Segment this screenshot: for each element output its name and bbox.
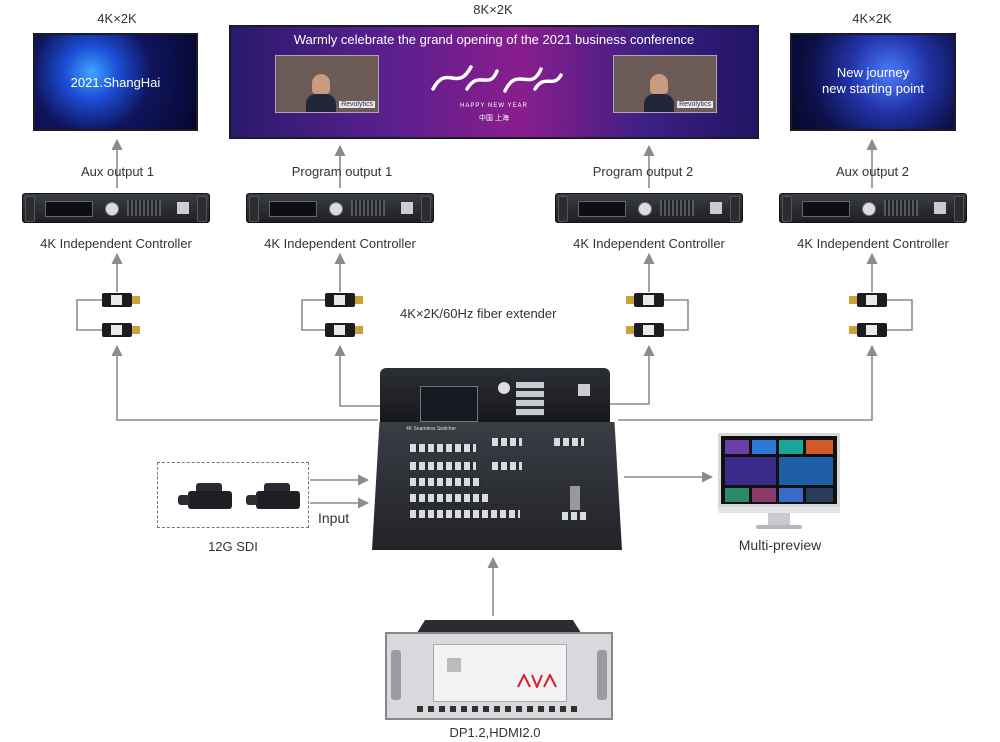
right-screen-text-line2: new starting point bbox=[822, 81, 924, 96]
main-screen-resolution: 8K×2K bbox=[473, 2, 513, 17]
output-label-aux-1: Aux output 1 bbox=[81, 164, 154, 179]
output-label-program-1: Program output 1 bbox=[291, 164, 393, 179]
fiber-extender-tx-1 bbox=[102, 293, 140, 307]
main-8k-screen: Warmly celebrate the grand opening of th… bbox=[229, 25, 759, 139]
fiber-extender-tx-4 bbox=[849, 293, 887, 307]
fiber-extender-rx-1 bbox=[102, 323, 140, 337]
sdi-label: 12G SDI bbox=[208, 539, 258, 554]
right-screen-resolution: 4K×2K bbox=[852, 11, 892, 26]
right-screen-text-line1: New journey bbox=[836, 65, 910, 80]
switcher-model-label: 4K Seamless Switcher bbox=[406, 426, 457, 432]
multi-preview-monitor bbox=[718, 433, 840, 531]
seamless-switcher-console: 4K Seamless Switcher bbox=[372, 368, 622, 550]
fiber-extender-tx-2 bbox=[325, 293, 363, 307]
input-label: Input bbox=[318, 510, 350, 526]
controller-device-4 bbox=[779, 193, 967, 223]
fiber-extender-rx-3 bbox=[626, 323, 664, 337]
server-label: DP1.2,HDMI2.0 bbox=[449, 725, 541, 740]
output-label-program-2: Program output 2 bbox=[592, 164, 694, 179]
output-label-aux-2: Aux output 2 bbox=[836, 164, 909, 179]
fiber-extender-rx-4 bbox=[849, 323, 887, 337]
speaker-inset-right: Revolytics bbox=[613, 55, 717, 113]
switcher-display bbox=[420, 386, 478, 422]
multi-preview-label: Multi-preview bbox=[738, 537, 822, 553]
controller-label-3: 4K Independent Controller bbox=[573, 236, 725, 251]
speaker-inset-left: Revolytics bbox=[275, 55, 379, 113]
fiber-extender-rx-2 bbox=[325, 323, 363, 337]
calligraphy-logo bbox=[431, 65, 563, 93]
brand-tag-right: Revolytics bbox=[677, 101, 713, 108]
controller-label-4: 4K Independent Controller bbox=[797, 236, 949, 251]
camera-icon-2 bbox=[246, 483, 300, 509]
left-screen-resolution: 4K×2K bbox=[97, 11, 137, 26]
main-screen-subtitle: HAPPY NEW YEAR bbox=[460, 103, 528, 109]
ava-logo-icon bbox=[517, 674, 557, 688]
extender-label: 4K×2K/60Hz fiber extender bbox=[400, 306, 557, 321]
camera-icon-1 bbox=[178, 483, 232, 509]
controller-device-3 bbox=[555, 193, 743, 223]
sdi-camera-group bbox=[157, 462, 309, 528]
controller-label-2: 4K Independent Controller bbox=[264, 236, 416, 251]
left-aux-screen: 2021.ShangHai bbox=[33, 33, 198, 131]
controller-device-2 bbox=[246, 193, 434, 223]
left-screen-text: 2021.ShangHai bbox=[70, 75, 161, 90]
brand-tag-left: Revolytics bbox=[339, 101, 375, 108]
fiber-extender-tx-3 bbox=[626, 293, 664, 307]
controller-device-1 bbox=[22, 193, 210, 223]
main-screen-banner: Warmly celebrate the grand opening of th… bbox=[293, 32, 695, 47]
controller-label-1: 4K Independent Controller bbox=[40, 236, 192, 251]
right-aux-screen: New journey new starting point bbox=[790, 33, 956, 131]
main-screen-location: 中国 上海 bbox=[479, 115, 509, 122]
media-server bbox=[385, 620, 613, 720]
